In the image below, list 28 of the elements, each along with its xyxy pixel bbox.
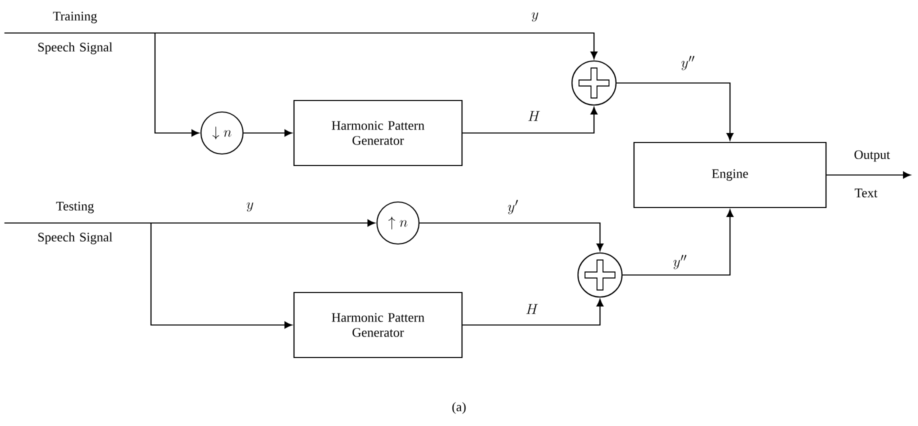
output-label: Text xyxy=(854,188,878,198)
generator-box: Harmonic Pattern Generator xyxy=(293,292,463,358)
arrow xyxy=(4,222,292,328)
arrow xyxy=(4,32,200,136)
engine-box: Engine xyxy=(633,142,827,208)
edge-label: $y''$ xyxy=(672,254,688,270)
edge-label: $y''$ xyxy=(680,54,696,72)
caption: (a) xyxy=(452,402,466,414)
adder-symbol xyxy=(577,252,623,298)
output-label: Output xyxy=(854,150,890,162)
adder-symbol xyxy=(571,60,617,106)
edge-label: $y$ xyxy=(245,202,255,212)
generator-box: Harmonic Pattern Generator xyxy=(293,100,463,166)
edge-label: $y$ xyxy=(530,12,540,22)
edge-label: $y'$ xyxy=(506,198,520,216)
input-label: Training xyxy=(53,12,97,24)
arrow xyxy=(462,106,598,134)
arrow xyxy=(826,172,911,178)
arrow xyxy=(420,222,604,252)
arrow xyxy=(244,130,292,136)
input-label: Speech Signal xyxy=(38,232,112,244)
arrow xyxy=(616,82,734,141)
input-label: Speech Signal xyxy=(38,42,112,54)
input-label: Testing xyxy=(56,202,94,214)
arrow xyxy=(622,209,734,276)
edge-label: $H$ xyxy=(526,110,542,122)
edge-label: $H$ xyxy=(524,303,540,315)
arrow xyxy=(462,298,604,326)
